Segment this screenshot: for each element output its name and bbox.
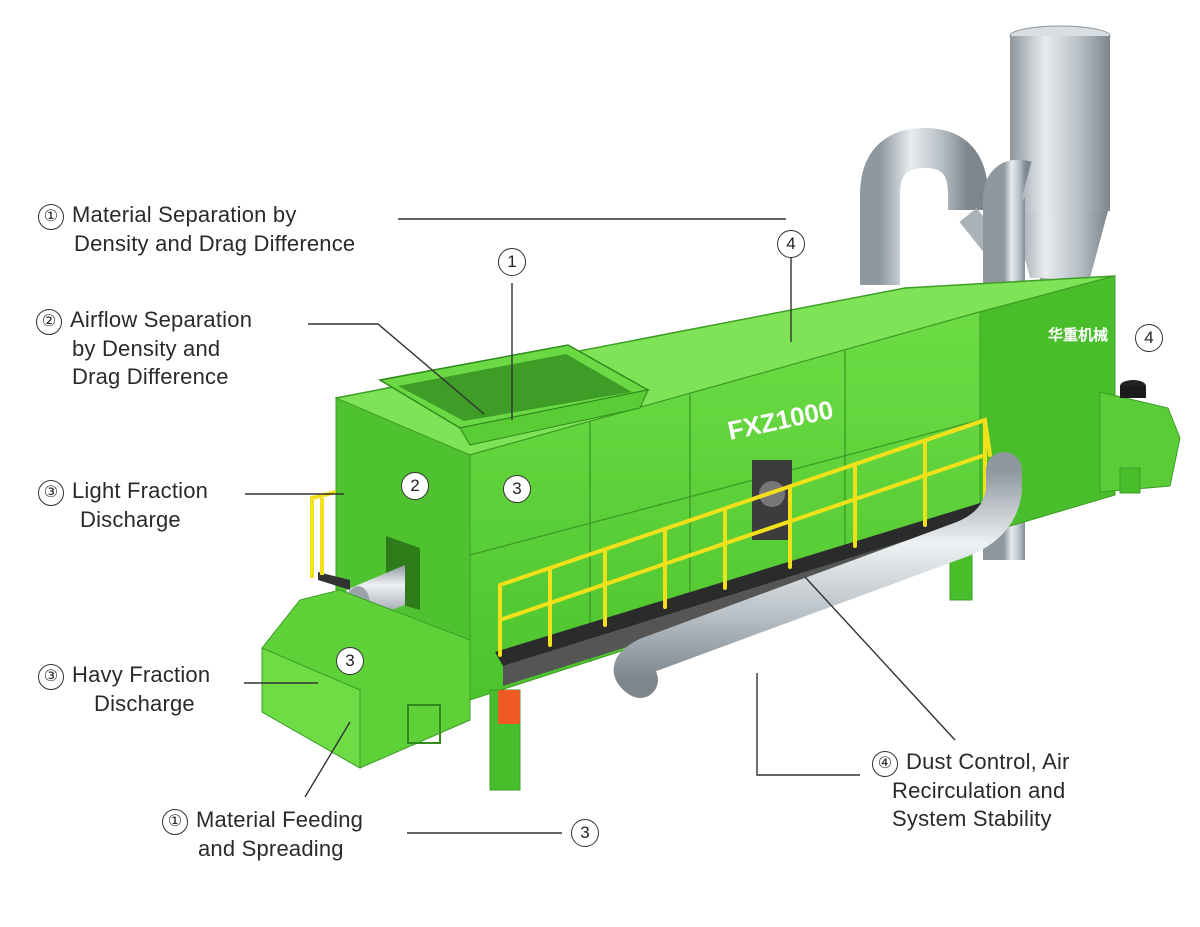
callout-line: Material Separation by <box>72 202 297 227</box>
callout-dust-control: ④ Dust Control, Air Recirculation and Sys… <box>872 748 1070 833</box>
circled-number: ① <box>162 809 188 835</box>
upper-ducts <box>860 127 1032 560</box>
callout-line: Recirculation and <box>892 778 1066 803</box>
badge-airflow: 2 <box>401 472 429 500</box>
return-duct <box>613 452 1022 698</box>
badge-hopper: 1 <box>498 248 526 276</box>
callout-material-feeding: ① Material Feeding and Spreading <box>162 806 363 863</box>
badge-dust-control: 4 <box>777 230 805 258</box>
handrail <box>498 417 992 657</box>
callout-line: Airflow Separation <box>70 307 253 332</box>
circled-number: ④ <box>872 751 898 777</box>
circled-number: ② <box>36 309 62 335</box>
callout-line: Discharge <box>80 507 181 532</box>
leader-lines <box>244 218 956 834</box>
callout-line: by Density and <box>72 336 221 361</box>
callout-line: Light Fraction <box>72 478 209 503</box>
callout-light-fraction: ③ Light Fraction Discharge <box>38 477 208 534</box>
feed-hopper <box>377 344 651 446</box>
badge-light-fraction: 3 <box>503 475 531 503</box>
callout-material-separation: ① Material Separation by Density and Drag… <box>38 201 355 258</box>
cyclone-stack <box>1009 25 1111 298</box>
badge-heavy-fraction: 3 <box>336 647 364 675</box>
callout-line: Drag Difference <box>72 364 229 389</box>
callout-line: Discharge <box>94 691 195 716</box>
badge-right-section: 4 <box>1135 324 1163 352</box>
heavy-discharge-chute <box>261 589 471 769</box>
circled-number: ③ <box>38 664 64 690</box>
callout-line: Dust Control, Air <box>906 749 1070 774</box>
callout-heavy-fraction: ③ Havy Fraction Discharge <box>38 661 210 718</box>
callout-line: System Stability <box>892 806 1052 831</box>
badge-feeding-end: 3 <box>571 819 599 847</box>
callout-line: Density and Drag Difference <box>74 231 356 256</box>
control-box <box>498 690 520 724</box>
callout-line: Havy Fraction <box>72 662 211 687</box>
callout-airflow-separation: ② Airflow Separation by Density and Drag … <box>36 306 252 391</box>
circled-number: ③ <box>38 480 64 506</box>
callout-line: and Spreading <box>198 836 344 861</box>
circled-number: ① <box>38 204 64 230</box>
brand-plate: 华重机械 <box>1048 326 1108 344</box>
callout-line: Material Feeding <box>196 807 364 832</box>
